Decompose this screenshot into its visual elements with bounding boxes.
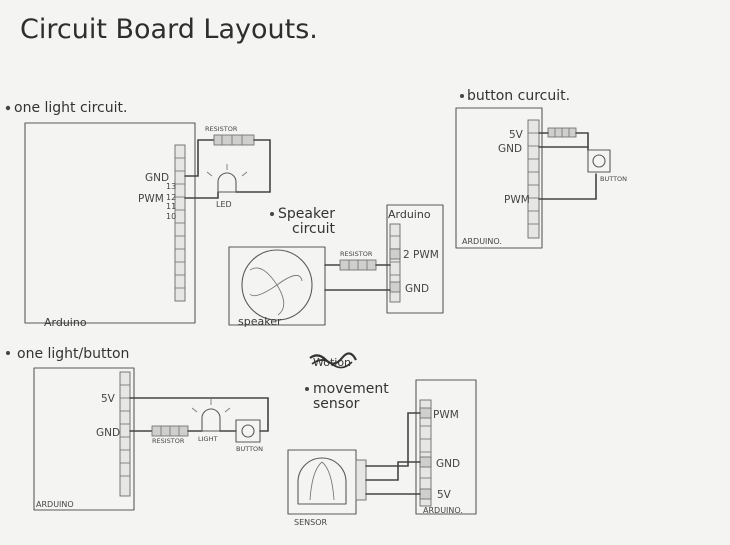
pin-gnd-label: GND xyxy=(436,458,460,470)
fan-blades xyxy=(249,267,303,316)
button-label: BUTTON xyxy=(600,175,627,183)
movement-heading-2: sensor xyxy=(313,396,360,412)
sensor-pins xyxy=(355,459,367,501)
pin-header xyxy=(389,223,401,303)
pin-5v-label: 5V xyxy=(101,393,116,405)
movement-heading-1: movement xyxy=(313,381,389,397)
speaker-heading-1: Speaker xyxy=(278,206,335,222)
light-button-circuit: one light/button 5V GND ARDUINO RESISTOR… xyxy=(6,346,269,511)
bullet-dot xyxy=(270,212,274,216)
push-button xyxy=(587,149,611,173)
one-light-circuit: one light circuit. Arduino GND PWM 13 12… xyxy=(5,100,271,329)
speaker-box xyxy=(228,246,326,326)
arduino-label: ARDUINO. xyxy=(423,506,463,515)
led-label: LED xyxy=(216,200,232,209)
light-label: LIGHT xyxy=(198,435,217,443)
speaker-icon xyxy=(241,249,313,321)
led-icon xyxy=(217,172,237,193)
resistor-wire xyxy=(235,139,271,193)
scribble-mark xyxy=(309,352,357,365)
arduino-board xyxy=(455,107,543,249)
pin-pwm-label: PWM xyxy=(504,194,530,206)
bullet-dot xyxy=(305,387,309,391)
speaker-heading-2: circuit xyxy=(292,221,335,237)
light-icon xyxy=(201,408,221,432)
pin-gnd-label: GND xyxy=(498,143,522,155)
speaker-label: speaker xyxy=(238,315,282,328)
arduino-label: ARDUINO. xyxy=(462,237,502,246)
sensor-label: SENSOR xyxy=(294,518,327,527)
bullet-dot xyxy=(460,94,464,98)
scribble-mark xyxy=(311,359,353,369)
pin-13-label: 13 xyxy=(166,182,176,191)
resistor xyxy=(213,134,255,146)
pin-header xyxy=(119,371,131,497)
dome-lines xyxy=(309,461,335,501)
button-wire xyxy=(259,423,269,432)
gnd-wire xyxy=(365,461,421,481)
arduino-label: Arduino xyxy=(388,208,431,221)
bullet-dot xyxy=(6,351,10,355)
pin-gnd-label: GND xyxy=(96,427,120,439)
pwm-wire xyxy=(365,412,421,467)
button-icon xyxy=(592,154,606,168)
push-button xyxy=(235,419,261,443)
arduino-label: ARDUINO xyxy=(36,500,74,509)
arduino-board xyxy=(24,122,196,324)
button-icon xyxy=(241,424,255,438)
page-title: Circuit Board Layouts. xyxy=(20,14,318,45)
pin-pwm-label: PWM xyxy=(433,409,459,421)
pwm-wire xyxy=(538,173,597,200)
resistor-wire xyxy=(575,132,589,151)
pin-header xyxy=(527,119,540,239)
arduino-board xyxy=(415,379,477,515)
pin-gnd-label: GND xyxy=(405,283,429,295)
pin-pwm-label: 2 PWM xyxy=(403,249,439,261)
pin-header xyxy=(174,144,186,302)
resistor-label: RESISTOR xyxy=(340,250,373,258)
pin-10-label: 10 xyxy=(166,212,176,221)
sensor-dome-icon xyxy=(297,457,347,505)
movement-sensor-circuit: Wotion movement sensor PWM GND 5V ARDUIN… xyxy=(287,352,477,527)
pin-pwm-label: PWM xyxy=(138,193,164,205)
button-label: BUTTON xyxy=(236,445,263,453)
button-heading: button curcuit. xyxy=(467,88,570,104)
resistor-label: RESISTOR xyxy=(205,125,238,133)
one-light-heading: one light circuit. xyxy=(14,100,127,116)
pin-5v-label: 5V xyxy=(437,489,452,501)
5v-wire xyxy=(129,397,269,425)
light-button-heading: one light/button xyxy=(17,346,129,362)
button-circuit: button curcuit. 5V GND PWM ARDUINO. BUTT… xyxy=(455,88,627,249)
gnd-wire xyxy=(184,139,215,177)
pin-11-label: 11 xyxy=(166,202,176,211)
pin-5v-label: 5V xyxy=(509,129,524,141)
arduino-board xyxy=(33,367,135,511)
pin-gnd-label: GND xyxy=(145,172,169,184)
arduino-board xyxy=(386,204,444,314)
pwm-wire xyxy=(184,191,219,199)
resistor-label: RESISTOR xyxy=(152,437,185,445)
speaker-circuit: Speaker circuit Arduino 2 PWM GND speake… xyxy=(228,204,444,328)
bullet-dot xyxy=(5,105,11,111)
pin-12-label: 12 xyxy=(166,193,176,202)
arduino-label: Arduino xyxy=(44,316,87,329)
pin-header xyxy=(419,399,432,507)
